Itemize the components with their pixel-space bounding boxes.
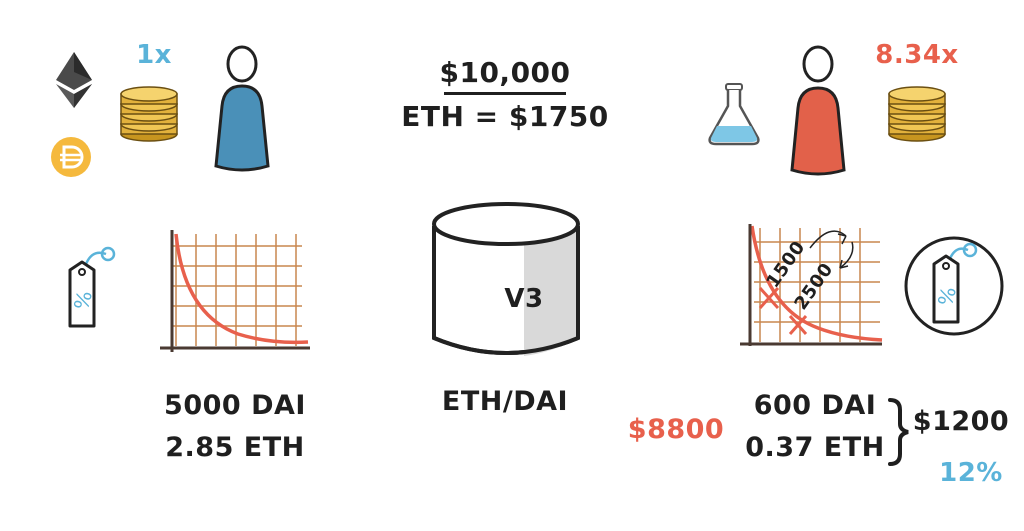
deployed-capital: $1200 [912, 406, 1010, 437]
left-liquidity-chart [160, 230, 310, 352]
right-eth-amount: 0.37 ETH [745, 432, 885, 463]
pool-pair: ETH/DAI [441, 386, 569, 417]
curly-brace [888, 398, 909, 466]
price-tag-icon: % [904, 236, 1004, 336]
right-dai-amount: 600 DAI [753, 390, 877, 421]
pool-version: V3 [504, 284, 544, 314]
flask-icon [708, 83, 760, 146]
unused-capital: $8800 [627, 414, 725, 445]
investment-underline [444, 92, 566, 95]
price-tag-icon: % [68, 246, 116, 328]
dai-icon [51, 137, 91, 177]
left-eth-amount: 2.85 ETH [165, 432, 305, 463]
person-icon [790, 45, 846, 176]
left-multiplier: 1x [136, 40, 172, 70]
right-liquidity-chart [740, 224, 883, 346]
coin-stack-icon [120, 86, 178, 142]
investment-amount: $10,000 [439, 56, 571, 89]
coin-stack-icon [888, 86, 946, 142]
right-multiplier: 8.34x [875, 40, 959, 70]
pool-cylinder-icon [432, 202, 580, 356]
deployed-share: 12% [939, 458, 1003, 488]
eth-price: ETH = $1750 [401, 100, 609, 133]
person-icon [214, 45, 270, 172]
ethereum-icon [56, 52, 92, 108]
left-dai-amount: 5000 DAI [164, 390, 306, 421]
